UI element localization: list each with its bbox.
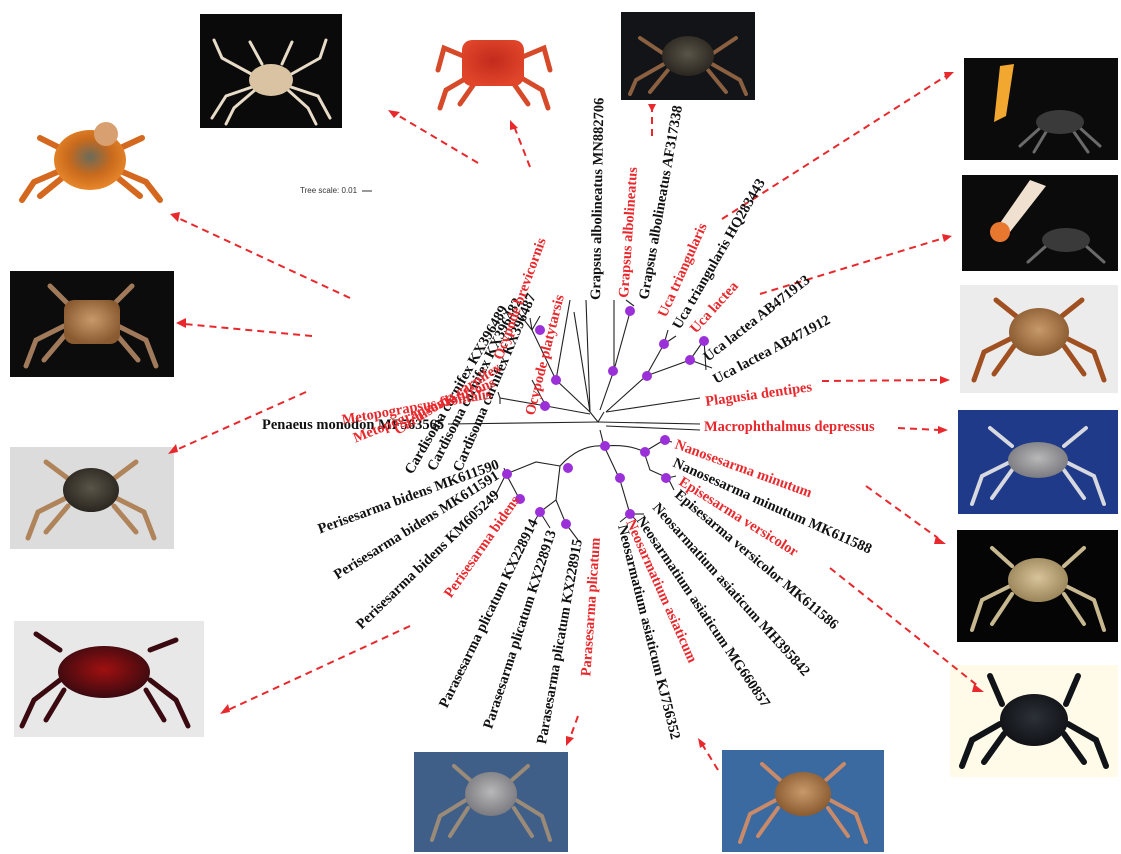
arrow-ocypode-brevicornis [394, 113, 478, 163]
tree-node [640, 447, 650, 457]
ocypode-brevicornis-photo [200, 14, 342, 128]
arrow-nanosesarma-minutum [866, 486, 938, 538]
tree-node [600, 441, 610, 451]
tree-node [561, 519, 571, 529]
label-grapsus-mn882706: Grapsus albolineatus MN882706 [588, 98, 608, 300]
tree-node [660, 435, 670, 445]
uca-lactea-photo [962, 175, 1118, 271]
ocypode-platytarsis-photo [430, 14, 560, 120]
arrow-perisesarma-bidens [228, 626, 410, 710]
nanosesarma-minutum-photo [957, 530, 1118, 642]
tree-node [699, 336, 709, 346]
uca-triangularis-photo [964, 58, 1118, 160]
tree-node [625, 306, 635, 316]
label-grapsus-albolineatus: Grapsus albolineatus [616, 166, 641, 298]
macrophthalmus-depressus-photo [958, 410, 1118, 514]
metopograpsus-frontalis-photo [10, 447, 174, 549]
arrow-ocypode-platytarsis [514, 126, 530, 167]
arrow-macrophthalmus-depressus [898, 428, 940, 430]
grapsus-albolineatus-photo [621, 12, 755, 100]
episesarma-versicolor-photo [950, 665, 1118, 777]
parasesarma-plicatum-photo [414, 752, 568, 852]
tree-node [661, 473, 671, 483]
tree-node [563, 463, 573, 473]
cardisoma-carnifex-photo [5, 118, 175, 210]
tree-node [615, 473, 625, 483]
arrow-neosarmatium-asiaticum [702, 744, 718, 770]
tree-node [535, 507, 545, 517]
arrow-parasesarma-plicatum [570, 716, 578, 738]
tree-node [625, 509, 635, 519]
tree-scale-label: Tree scale: 0.01 [300, 186, 358, 195]
arrow-metopograpsus-latifrons [184, 324, 312, 336]
label-macrophthalmus-depressus: Macrophthalmus depressus [704, 419, 875, 435]
arrow-heads [168, 72, 984, 748]
tree-node [551, 375, 561, 385]
plagusia-dentipes-photo [960, 285, 1118, 393]
arrow-cardisoma-carnifex [178, 218, 350, 298]
metopograpsus-latifrons-photo [10, 271, 174, 377]
tree-node [502, 469, 512, 479]
arrow-plagusia-dentipes [822, 380, 942, 381]
arrow-episesarma-versicolor [830, 568, 978, 686]
perisesarma-bidens-photo [14, 621, 204, 737]
tree-node [608, 366, 618, 376]
tree-node [659, 339, 669, 349]
tree-node [685, 355, 695, 365]
neosarmatium-asiaticum-photo [722, 750, 884, 852]
tree-node [642, 371, 652, 381]
